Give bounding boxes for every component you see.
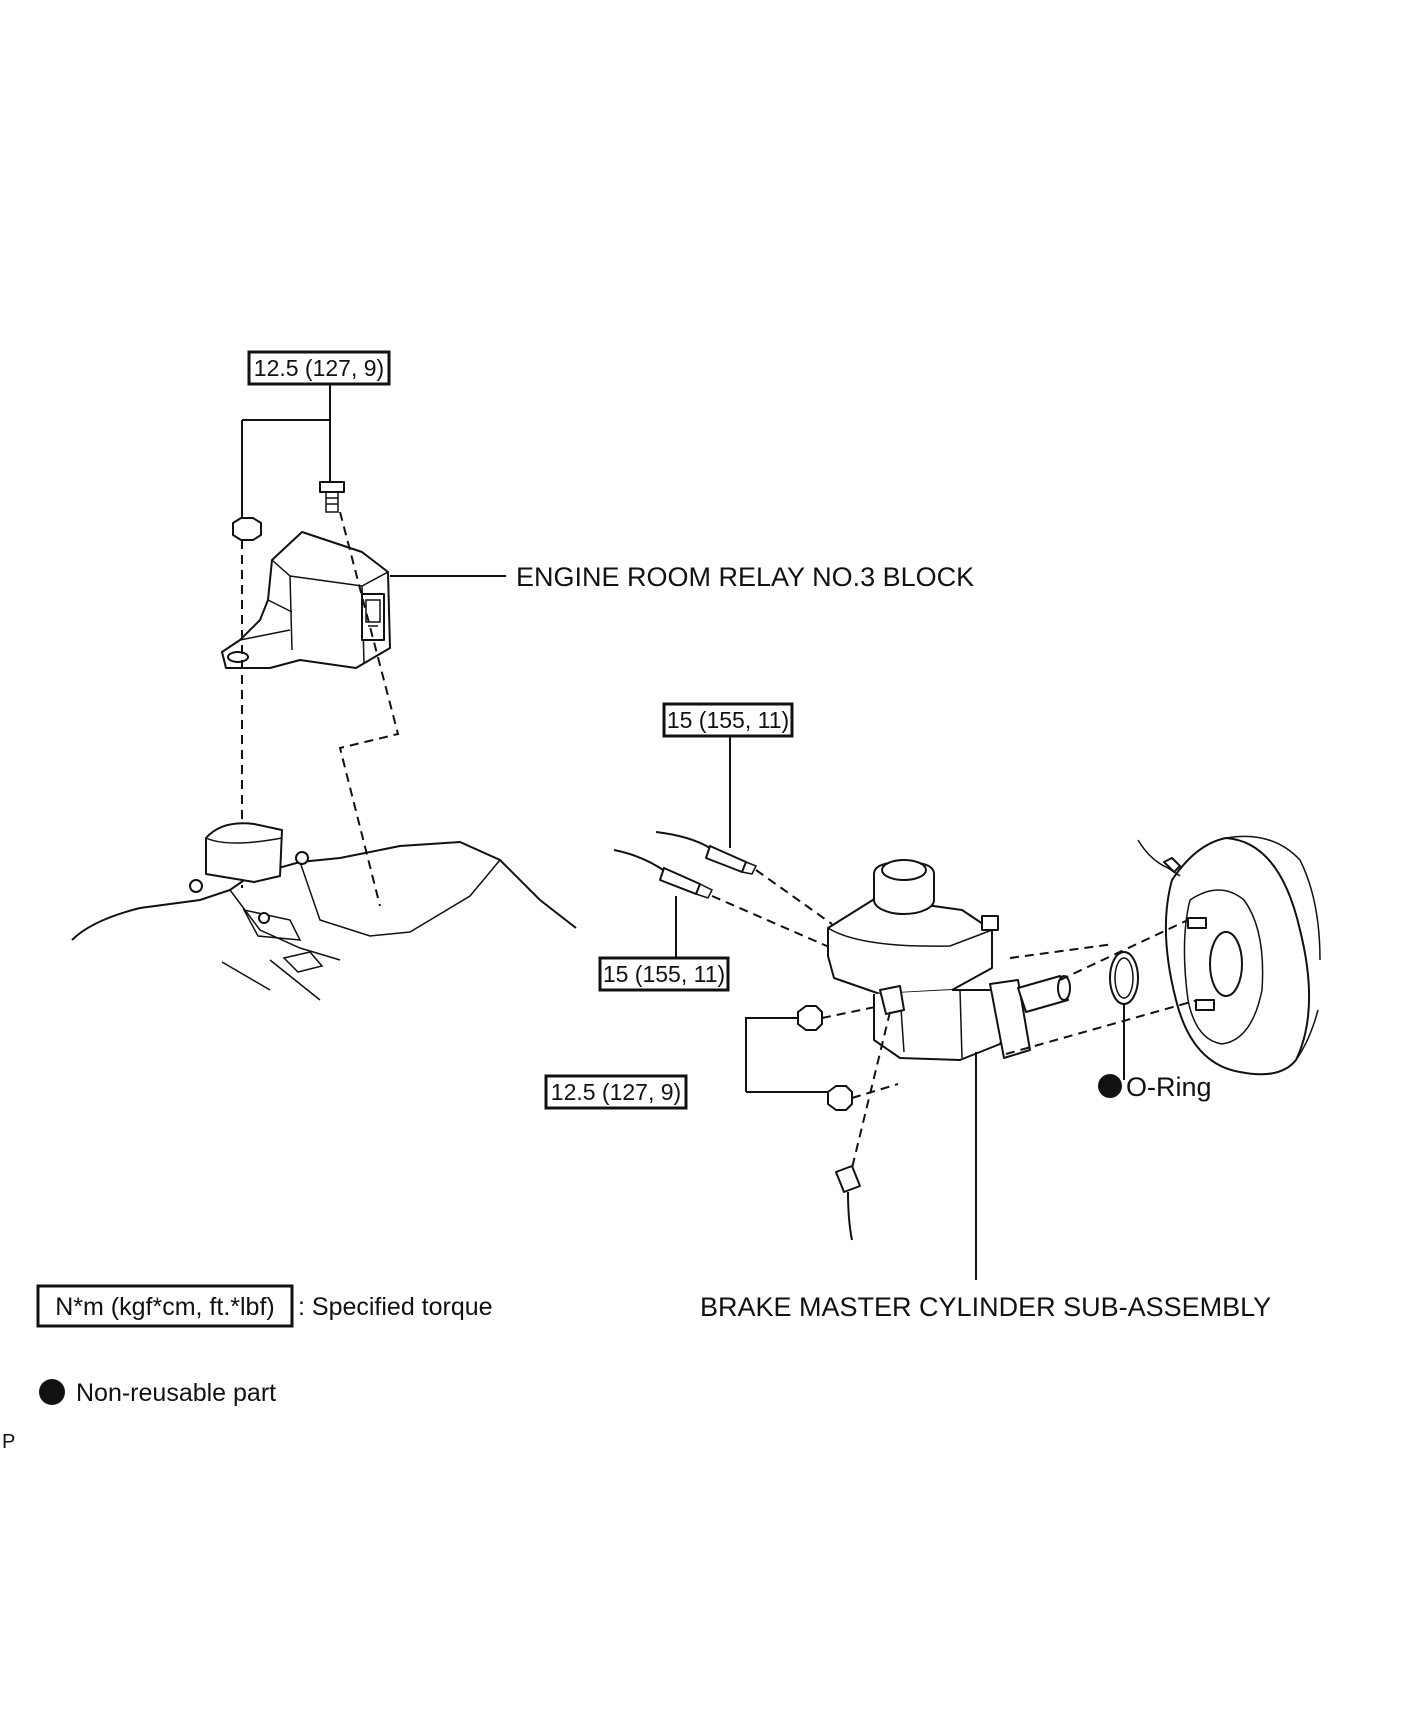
dash-sensor (851, 1011, 891, 1169)
dash-relay-right (338, 511, 400, 907)
sensor-connector (835, 1165, 861, 1241)
label-master-cylinder: BRAKE MASTER CYLINDER SUB-ASSEMBLY (700, 1292, 1271, 1322)
body-panel (71, 822, 577, 1001)
label-relay-block: ENGINE ROOM RELAY NO.3 BLOCK (516, 562, 974, 592)
engine-room-relay-block (221, 531, 391, 669)
torque-value-cylinder-nuts: 12.5 (127, 9) (551, 1079, 681, 1105)
legend-torque-desc: : Specified torque (298, 1293, 493, 1321)
relay-bolt (319, 481, 345, 513)
dash-to-booster (1005, 919, 1199, 1055)
dash-cylinder-nuts (821, 1005, 899, 1099)
dash-brake-upper (755, 869, 833, 925)
dash-brake-lower (711, 895, 837, 951)
brake-line-lower (613, 849, 714, 899)
non-reusable-dot-legend (39, 1379, 65, 1405)
brake-line-upper (655, 831, 758, 875)
torque-value-relay: 12.5 (127, 9) (254, 355, 384, 381)
legend-non-reusable-text: Non-reusable part (76, 1379, 276, 1407)
legend-torque: N*m (kgf*cm, ft.*lbf) : Specified torque (36, 1284, 493, 1328)
non-reusable-dot-o-ring (1098, 1074, 1122, 1098)
legend-torque-unit: N*m (kgf*cm, ft.*lbf) (55, 1293, 274, 1321)
corner-mark: P (2, 1431, 15, 1453)
torque-label-brake-lower: 15 (155, 11) (598, 956, 730, 992)
relay-nut (232, 517, 262, 541)
legend-non-reusable: Non-reusable part (39, 1379, 276, 1407)
torque-value-brake-upper: 15 (155, 11) (667, 707, 789, 733)
brake-master-cylinder (827, 859, 1071, 1061)
leader-cylinder-nuts (745, 1017, 828, 1093)
torque-value-brake-lower: 15 (155, 11) (603, 961, 725, 987)
torque-label-cylinder-nuts: 12.5 (127, 9) (544, 1074, 688, 1110)
cylinder-nut-lower (827, 1085, 853, 1111)
torque-label-relay: 12.5 (127, 9) (247, 350, 391, 386)
cylinder-nut-upper (797, 1005, 823, 1031)
leader-relay-torque (241, 384, 331, 520)
label-o-ring: O-Ring (1126, 1072, 1212, 1102)
brake-booster (1137, 835, 1321, 1076)
torque-label-brake-upper: 15 (155, 11) (662, 702, 794, 738)
o-ring (1109, 951, 1139, 1005)
